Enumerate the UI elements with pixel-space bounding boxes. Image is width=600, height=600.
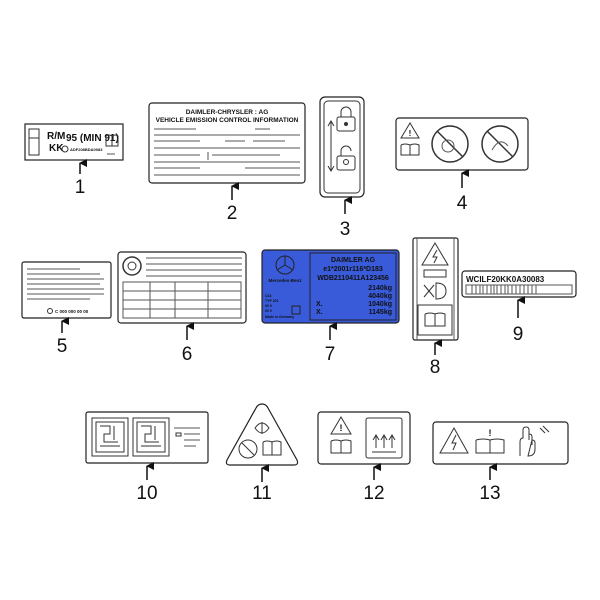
info-line: TYP 201	[265, 299, 279, 303]
part-12-heat-warning-label[interactable]: !	[317, 411, 411, 465]
callout-2: 2	[227, 203, 238, 224]
mercedes-star-icon	[275, 255, 295, 275]
maker-text: DAIMLER AG	[331, 257, 376, 264]
part-9-vin-barcode-label[interactable]: WCILF20KK0A30083	[461, 270, 577, 298]
callout-5: 5	[57, 336, 68, 357]
label-code: C 000 000 00 00	[55, 309, 89, 314]
part-1-fuel-label[interactable]: R/M KK 95 (MIN 91) ADF208BDA0083	[24, 123, 124, 161]
fuel-octane: 95 (MIN 91)	[66, 133, 119, 144]
svg-text:!: !	[340, 423, 343, 433]
engine-fan-icon	[254, 422, 270, 434]
vin-text: WCILF20KK0A30083	[466, 275, 545, 284]
book-icon	[400, 143, 420, 156]
high-voltage-icon	[439, 426, 469, 454]
hand-warning-icon	[519, 425, 550, 457]
weight-2: 4040kg	[368, 293, 392, 300]
part-3-child-lock-label[interactable]	[319, 96, 365, 198]
label-header: DAIMLER-CHRYSLER : AG	[186, 109, 269, 116]
double-arrow-icon	[327, 120, 335, 172]
callout-12: 12	[363, 483, 384, 504]
brand-text: Mercedes-Benz	[268, 278, 302, 283]
no-touch-icon	[238, 439, 258, 459]
part-7-vin-plate[interactable]: Mercedes-Benz DAIMLER AG e1*2001r116*D18…	[261, 249, 400, 324]
info-line: Made in Germany	[265, 315, 294, 319]
weight-4: 1145kg	[369, 309, 392, 316]
callout-10: 10	[136, 483, 157, 504]
heat-icon	[365, 417, 403, 459]
callout-13: 13	[479, 483, 500, 504]
axle-mark-1: X.	[316, 301, 323, 308]
label-title: VEHICLE EMISSION CONTROL INFORMATION	[156, 117, 299, 124]
part-2-emission-label[interactable]: DAIMLER-CHRYSLER : AG VEHICLE EMISSION C…	[148, 102, 306, 184]
callout-11: 11	[252, 483, 272, 504]
circuit-diagram-icon	[91, 417, 129, 457]
mercedes-star-icon	[47, 308, 53, 314]
callout-8: 8	[430, 357, 441, 378]
weight-3: 1040kg	[368, 301, 392, 308]
lock-icon	[336, 106, 356, 132]
child-lock-icon	[336, 145, 356, 171]
callout-1: 1	[75, 177, 86, 198]
callout-9: 9	[513, 324, 524, 345]
vin-text: WDB2110411A123456	[317, 275, 389, 282]
no-child-seat-icon	[431, 125, 469, 163]
callout-6: 6	[182, 344, 193, 365]
mercedes-star-icon	[61, 145, 69, 153]
warning-triangle-icon	[400, 122, 420, 139]
warning-triangle-icon	[330, 416, 352, 435]
tire-icon	[122, 256, 142, 276]
info-line: 00 0	[265, 309, 272, 313]
part-5-info-label[interactable]: C 000 000 00 00	[21, 261, 112, 319]
no-headlight-icon	[423, 282, 447, 300]
callout-4: 4	[457, 193, 468, 214]
no-rear-facing-seat-icon	[481, 125, 519, 163]
book-icon	[262, 440, 282, 456]
svg-text:!: !	[489, 428, 492, 438]
label-line1: R/M	[47, 131, 65, 142]
book-icon	[424, 312, 446, 327]
axle-mark-2: X.	[316, 309, 323, 316]
label-code: ADF208BDA0083	[70, 147, 103, 152]
info-line: C33	[265, 294, 271, 298]
barcode-icon	[465, 284, 573, 295]
info-line: 00 0	[265, 304, 272, 308]
part-13-high-voltage-label[interactable]: !	[432, 421, 569, 465]
weight-1: 2140kg	[368, 285, 392, 292]
approval-text: e1*2001r116*D183	[323, 266, 383, 273]
book-icon	[105, 134, 119, 147]
part-11-fan-warning-label[interactable]	[225, 403, 299, 466]
label-line2: KK	[49, 143, 64, 154]
callout-7: 7	[325, 344, 336, 365]
fuel-door-icon	[28, 128, 40, 156]
book-icon: !	[475, 428, 505, 454]
callout-3: 3	[340, 219, 351, 240]
part-10-circuit-label[interactable]	[85, 411, 209, 464]
book-icon	[330, 439, 352, 454]
circuit-diagram-icon	[132, 417, 170, 457]
part-6-tire-pressure-label[interactable]	[117, 251, 247, 324]
part-4-airbag-warning-label[interactable]: !	[395, 117, 529, 171]
high-voltage-icon	[421, 242, 449, 266]
svg-text:!: !	[409, 129, 412, 138]
list-icon	[174, 427, 200, 447]
part-8-headlight-warning-label[interactable]	[412, 237, 459, 341]
